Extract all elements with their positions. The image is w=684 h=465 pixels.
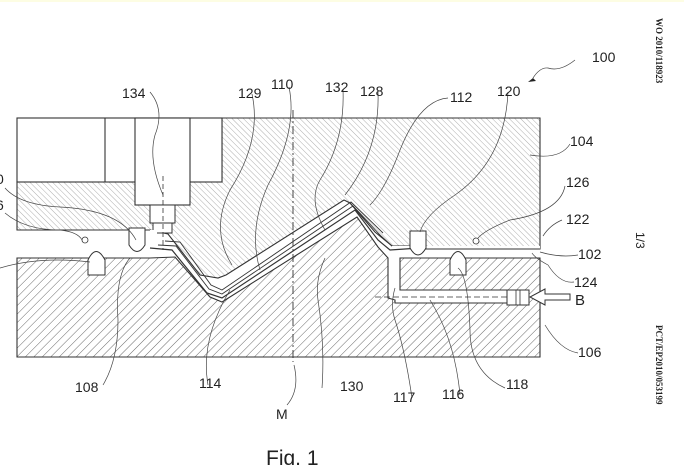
- label-130: 130: [340, 378, 364, 394]
- label-128: 128: [360, 83, 384, 99]
- publication-number: WO 2010/118923: [654, 18, 664, 84]
- label-m: M: [276, 406, 288, 422]
- label-106: 106: [578, 344, 602, 360]
- label-126: 126: [566, 174, 590, 190]
- sheet-number: 1/3: [633, 232, 647, 249]
- label-124: 124: [574, 274, 598, 290]
- label-110: 110: [271, 76, 294, 92]
- arrowhead-100-icon: [528, 78, 536, 82]
- label-120: 120: [497, 83, 521, 99]
- label-112: 112: [450, 89, 473, 105]
- application-number: PCT/EP2010/053199: [654, 325, 664, 405]
- figure-caption: Fig. 1: [266, 447, 319, 465]
- label-118: 118: [506, 376, 529, 392]
- label-left-partial-a: 0: [0, 171, 4, 187]
- label-108: 108: [75, 379, 99, 395]
- label-134: 134: [122, 85, 146, 101]
- label-100: 100: [592, 49, 616, 65]
- left-upper-clamp: [129, 228, 145, 252]
- label-b: B: [575, 292, 585, 309]
- label-122: 122: [566, 211, 590, 227]
- label-114: 114: [199, 375, 222, 391]
- tool-column-134: [135, 118, 190, 205]
- label-132: 132: [325, 79, 349, 95]
- label-102: 102: [578, 246, 602, 262]
- upper-block-cutout: [17, 118, 222, 182]
- right-upper-clamp-112: [410, 231, 426, 255]
- label-129: 129: [238, 85, 262, 101]
- label-117: 117: [393, 389, 416, 405]
- label-left-partial-b: 6: [0, 197, 4, 213]
- label-104: 104: [570, 133, 594, 149]
- label-116: 116: [442, 386, 465, 402]
